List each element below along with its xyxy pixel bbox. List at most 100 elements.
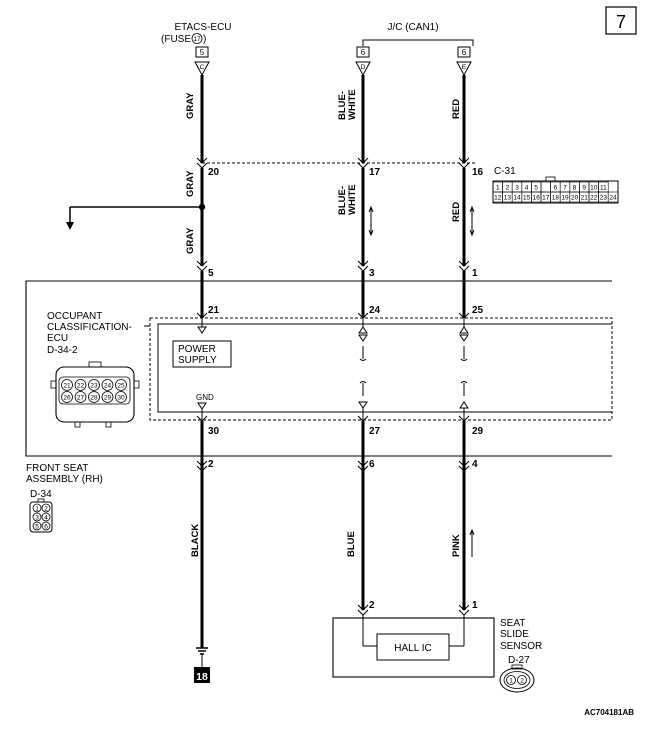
page-number-box xyxy=(605,6,637,35)
c31-face-key xyxy=(545,176,556,182)
jc-left-terminal-letter: D xyxy=(361,64,366,71)
splice-branch-arrow xyxy=(66,222,74,230)
ecu-gnd-label: GND xyxy=(196,393,214,402)
d342-pin-number: 22 xyxy=(77,382,85,389)
power-supply-box xyxy=(172,340,232,368)
sensor-connector-name: D-27 xyxy=(508,655,530,666)
gray-wire-label-mid-2: GRAY xyxy=(185,227,196,254)
d27-pin-circle xyxy=(517,675,527,685)
mid-pin-red: 1 xyxy=(472,268,478,279)
d342-pin-number: 26 xyxy=(63,394,71,401)
ecu-pin-29: 29 xyxy=(472,426,484,437)
ecu-pin-27: 27 xyxy=(369,426,381,437)
jc-bracket xyxy=(362,39,474,46)
d34-pin-number: 5 xyxy=(35,524,39,531)
c31-face-pin: 18 xyxy=(552,195,560,202)
ecu-name-2: CLASSIFICATION- xyxy=(47,322,132,333)
assembly-connector-name: D-34 xyxy=(30,489,52,500)
sensor-pin-pink: 1 xyxy=(472,600,478,611)
c31-face-pin: 16 xyxy=(533,195,541,202)
c31-face-pin: 5 xyxy=(534,185,538,192)
asm-pin-blue: 6 xyxy=(369,459,375,470)
asm-pin-pink: 4 xyxy=(472,459,478,470)
blue-wire-label: BLUE xyxy=(346,531,357,557)
bluewhite-wire-label-mid-2: WHITE xyxy=(347,184,358,215)
red-signal-arrow xyxy=(469,205,475,237)
c31-face-pin: 23 xyxy=(600,195,608,202)
ecu-dashed-box xyxy=(149,317,613,421)
d27-key xyxy=(511,664,523,670)
etacs-pin-box xyxy=(195,46,209,58)
d342-pin-number: 29 xyxy=(104,394,112,401)
d34-pin-circle xyxy=(41,503,51,513)
d34-pin-circle xyxy=(32,503,42,513)
c31-face-pin: 19 xyxy=(561,195,569,202)
c31-face-pin: 10 xyxy=(590,185,598,192)
ground-number-box xyxy=(194,667,210,683)
ecu-pin-25: 25 xyxy=(472,305,484,316)
etacs-ecu-label: ETACS-ECU xyxy=(174,22,231,33)
ecu-name-1: OCCUPANT xyxy=(47,311,102,322)
c31-face-pin: 9 xyxy=(582,185,586,192)
c31-face-pin: 12 xyxy=(494,195,502,202)
c31-face-pin: 15 xyxy=(523,195,531,202)
d27-outline xyxy=(499,667,535,693)
c31-face-cell xyxy=(540,181,551,193)
d342-pin-circle xyxy=(88,379,100,391)
hall-ic-label: HALL IC xyxy=(394,643,431,654)
jc-can1-label: J/C (CAN1) xyxy=(387,22,438,33)
d34-key xyxy=(37,498,45,503)
d34-pin-circle xyxy=(32,521,42,531)
jc-left-pin: 6 xyxy=(361,48,366,57)
asm-pin-gnd: 2 xyxy=(208,459,214,470)
ecu-pin-24: 24 xyxy=(369,305,381,316)
c31-face-pin: 21 xyxy=(581,195,589,202)
d342-pin-circle xyxy=(74,379,87,391)
c31-face-pin: 4 xyxy=(525,185,529,192)
bluewhite-wire-label-mid-1: BLUE- xyxy=(337,186,348,215)
hall-ic-box xyxy=(376,633,450,661)
d342-pin-number: 27 xyxy=(77,394,85,401)
page-number: 7 xyxy=(616,12,626,32)
etacs-terminal xyxy=(194,61,210,77)
c31-face-pin: 24 xyxy=(609,195,617,202)
c31-face-pin: 11 xyxy=(600,185,607,192)
ecu-can-terminals-bw xyxy=(358,318,368,420)
c31-face-pin: 13 xyxy=(504,195,512,202)
etacs-terminal-letter: C xyxy=(200,64,205,71)
d342-tab-left xyxy=(50,380,57,389)
c31-connector-name: C-31 xyxy=(494,166,516,177)
sensor-name-3: SENSOR xyxy=(500,641,542,652)
d27-pin-number: 1 xyxy=(509,678,513,685)
pink-signal-arrow xyxy=(469,528,475,557)
ground-symbol xyxy=(196,647,208,667)
bluewhite-wire-label-top-1: BLUE- xyxy=(337,91,348,120)
c31-pin-17: 17 xyxy=(369,167,381,178)
d34-pin-number: 3 xyxy=(35,515,39,522)
ecu-connector-name: D-34-2 xyxy=(47,345,78,356)
d34-pin-number: 4 xyxy=(44,515,48,522)
d342-pin-number: 30 xyxy=(117,394,125,401)
d342-pin-circle xyxy=(101,379,114,391)
d34-pin-circle xyxy=(41,512,51,522)
d342-foot-left xyxy=(74,421,81,428)
d342-pin-number: 23 xyxy=(90,382,98,389)
d342-pin-circle xyxy=(61,379,73,391)
jc-right-terminal-letter: E xyxy=(462,64,467,71)
d342-pin-circle xyxy=(101,391,114,403)
power-supply-label-1: POWER xyxy=(178,344,216,355)
ecu-name-3: ECU xyxy=(47,333,68,344)
c31-face-pin: 20 xyxy=(571,195,579,202)
d27-inner xyxy=(503,671,531,689)
fuse-number: 17 xyxy=(193,36,201,43)
ecu-inner-box xyxy=(157,323,612,413)
red-wire-label-mid: RED xyxy=(451,202,462,222)
c31-face-pin: 6 xyxy=(554,185,558,192)
c31-pin-16: 16 xyxy=(472,167,484,178)
ecu-gnd-terminal xyxy=(197,402,207,410)
d342-pin-circle xyxy=(61,391,73,403)
d342-tab-right xyxy=(133,380,140,389)
c31-face-pin: 7 xyxy=(563,185,567,192)
